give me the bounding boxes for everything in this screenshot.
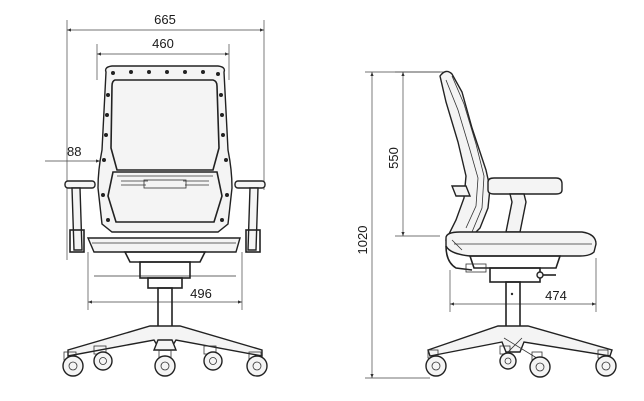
dim-label-496: 496	[190, 286, 212, 301]
side-backrest	[439, 70, 491, 245]
front-armrest-left	[64, 180, 96, 253]
side-armrest	[487, 177, 563, 233]
front-view: 665 460 88	[45, 12, 268, 377]
dim-label-460: 460	[152, 36, 174, 51]
side-view: 1020 550	[355, 70, 617, 379]
side-casters	[425, 345, 617, 378]
front-casters	[62, 345, 268, 377]
dim-label-88: 88	[67, 144, 81, 159]
side-star-base	[427, 325, 613, 361]
dim-total-height: 1020	[355, 71, 445, 379]
front-seat	[86, 237, 241, 289]
front-star-base	[67, 325, 263, 357]
dim-armrest-offset: 88	[45, 144, 100, 163]
front-gas-cylinder	[157, 287, 173, 329]
dim-front-overall: 665	[66, 12, 265, 260]
side-seat	[445, 231, 597, 283]
front-armrest-right	[234, 180, 266, 253]
front-backrest	[97, 65, 233, 233]
dim-label-665: 665	[154, 12, 176, 27]
dim-label-550: 550	[386, 147, 401, 169]
dim-back-height: 550	[386, 71, 440, 237]
side-gas-cylinder	[505, 281, 521, 331]
dim-seat-depth: 474	[449, 258, 597, 312]
dim-seat-width: 496	[87, 252, 243, 310]
dim-label-1020: 1020	[355, 226, 370, 255]
dim-label-474: 474	[545, 288, 567, 303]
dim-front-back: 460	[96, 36, 230, 80]
